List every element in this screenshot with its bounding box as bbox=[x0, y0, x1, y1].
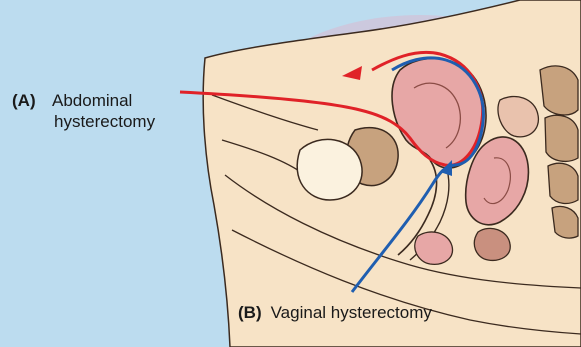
label-abdominal-hysterectomy: (A)Abdominal hysterectomy bbox=[12, 90, 155, 132]
perineal-structure bbox=[415, 232, 453, 264]
bladder bbox=[297, 139, 362, 200]
label-vaginal-hysterectomy: (B) Vaginal hysterectomy bbox=[238, 302, 432, 323]
label-b-text: Vaginal hysterectomy bbox=[271, 303, 432, 322]
label-a-line2: hysterectomy bbox=[12, 111, 155, 132]
label-a-line1: Abdominal bbox=[52, 91, 132, 110]
label-b-letter: (B) bbox=[238, 303, 262, 322]
label-a-letter: (A) bbox=[12, 90, 52, 111]
anal-canal bbox=[474, 228, 510, 260]
